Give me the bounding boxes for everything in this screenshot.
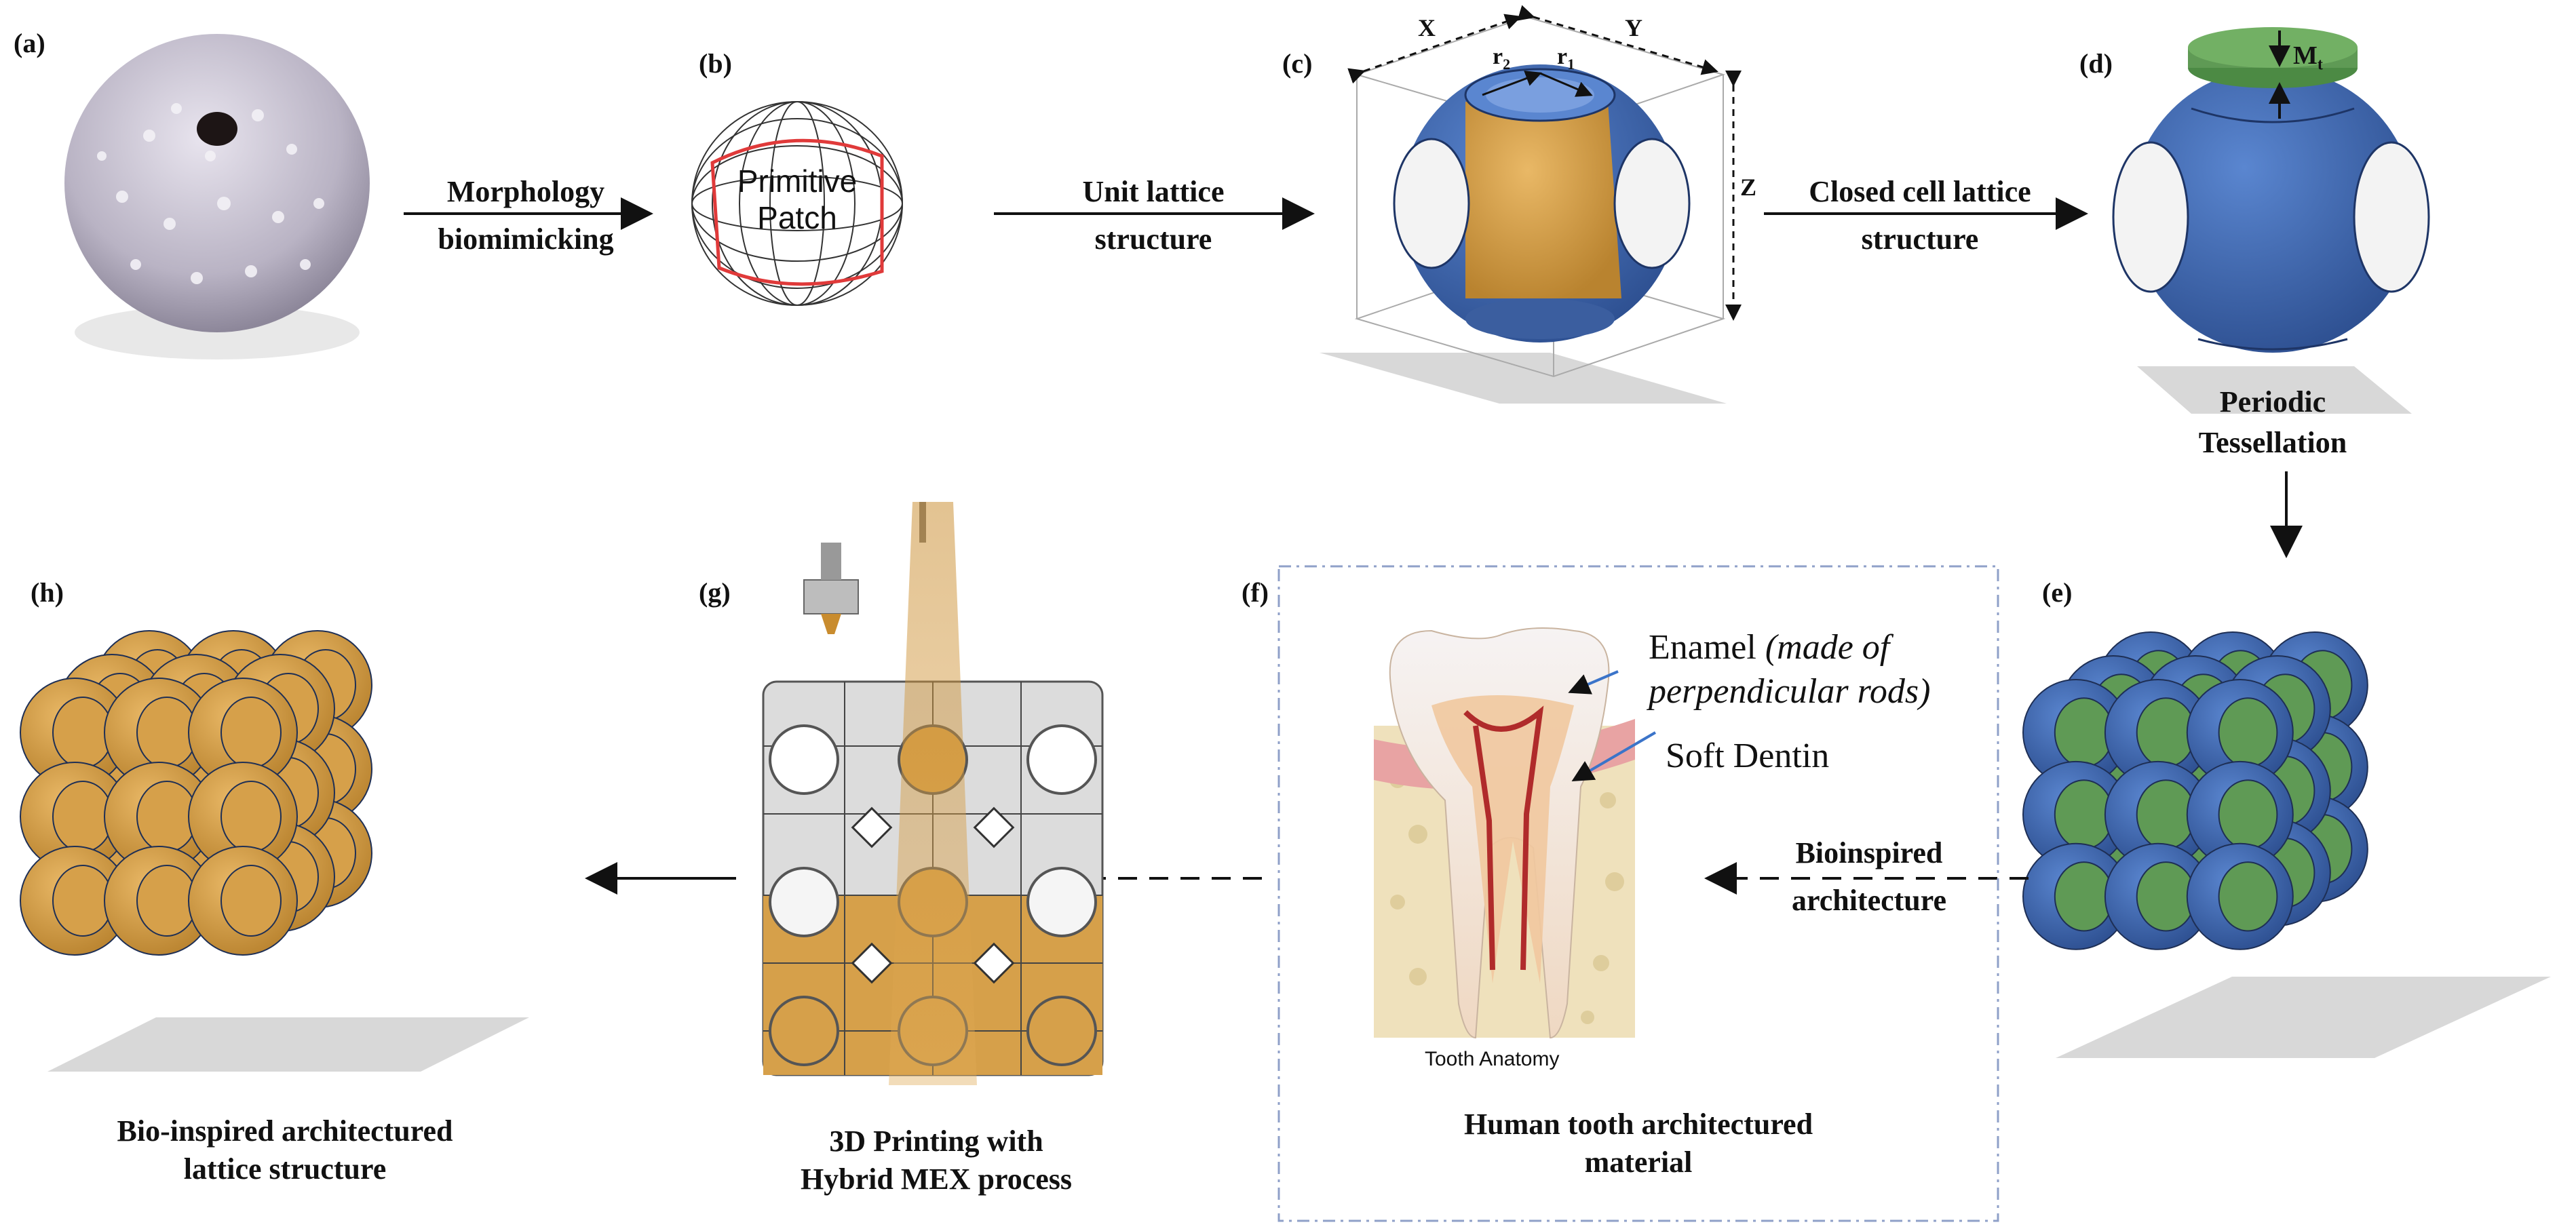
arrow-label-bioinspired: Bioinspired <box>1795 836 1943 869</box>
closed-cell-lattice <box>2112 27 2430 414</box>
hybrid-mex-print <box>762 502 1104 1085</box>
panel-label-b: (b) <box>699 48 732 79</box>
dim-x-label: X <box>1418 14 1436 41</box>
blue-lattice-cell-face <box>2136 861 2196 932</box>
tooth-panel-frame <box>1277 565 1999 1222</box>
panel-label-d: (d) <box>2079 48 2113 79</box>
blue-lattice-cell-face <box>2054 697 2114 768</box>
arrow-label-structure-1: structure <box>1094 222 1212 256</box>
blue-lattice-cell-face <box>2136 697 2196 768</box>
orange-lattice-cell-face <box>220 697 282 768</box>
arrow-label-biomimicking: biomimicking <box>438 222 614 256</box>
arrow-label-structure-2: structure <box>1861 222 1979 256</box>
dentin-label: Soft Dentin <box>1666 737 1830 775</box>
arrow-label-closed-cell: Closed cell lattice <box>1809 175 2031 208</box>
orange-lattice-cell-face <box>136 865 197 937</box>
dim-r1-label: r1 <box>1557 44 1575 73</box>
blue-lattice-cell-face <box>2054 861 2114 932</box>
blue-lattice-cell-face <box>2218 861 2278 932</box>
panel-label-h: (h) <box>31 577 64 608</box>
arrow-label-tessellation: Tessellation <box>2198 426 2347 459</box>
orange-lattice-cell-face <box>52 781 113 853</box>
arrow-label-unit-lattice: Unit lattice <box>1082 175 1225 208</box>
panel-label-g: (g) <box>699 577 731 608</box>
enamel-label: Enamel (made of <box>1649 628 1890 667</box>
sea-urchin-image <box>64 34 370 359</box>
primitive-patch-label: Primitive Patch <box>737 163 858 235</box>
enamel-note-label: perpendicular rods) <box>1649 672 1931 711</box>
dim-r2-label: r2 <box>1493 44 1511 73</box>
tooth-anatomy-image <box>1374 627 1657 1039</box>
arrow-label-periodic: Periodic <box>2219 385 2326 418</box>
orange-lattice-cell-face <box>136 781 197 853</box>
dim-mt-label: Mt <box>2293 41 2323 74</box>
unit-lattice-cell <box>1320 5 1742 404</box>
dim-y-label: Y <box>1625 14 1642 41</box>
orange-lattice-cell-face <box>220 865 282 937</box>
dim-z-label: Z <box>1740 174 1757 201</box>
primitive-patch-sphere <box>691 101 903 306</box>
bioinspired-lattice-orange <box>20 630 529 1072</box>
tooth-anatomy-label: Tooth Anatomy <box>1425 1048 1560 1070</box>
panel-label-e: (e) <box>2042 577 2073 608</box>
blue-lattice-cell-face <box>2136 779 2196 850</box>
orange-lattice-cell-face <box>220 781 282 853</box>
periodic-lattice-blue <box>2022 631 2551 1058</box>
orange-lattice-cell-face <box>52 697 113 768</box>
blue-lattice-cell-face <box>2218 697 2278 768</box>
blue-lattice-cell-face <box>2054 779 2114 850</box>
panel-label-c: (c) <box>1282 48 1313 79</box>
orange-lattice-cell-face <box>136 697 197 768</box>
blue-lattice-cell-face <box>2218 779 2278 850</box>
panel-label-a: (a) <box>14 28 45 58</box>
arrow-label-architecture: architecture <box>1791 884 1947 917</box>
panel-label-f: (f) <box>1242 577 1269 608</box>
orange-lattice-cell-face <box>52 865 113 937</box>
arrow-label-morphology: Morphology <box>446 175 605 208</box>
